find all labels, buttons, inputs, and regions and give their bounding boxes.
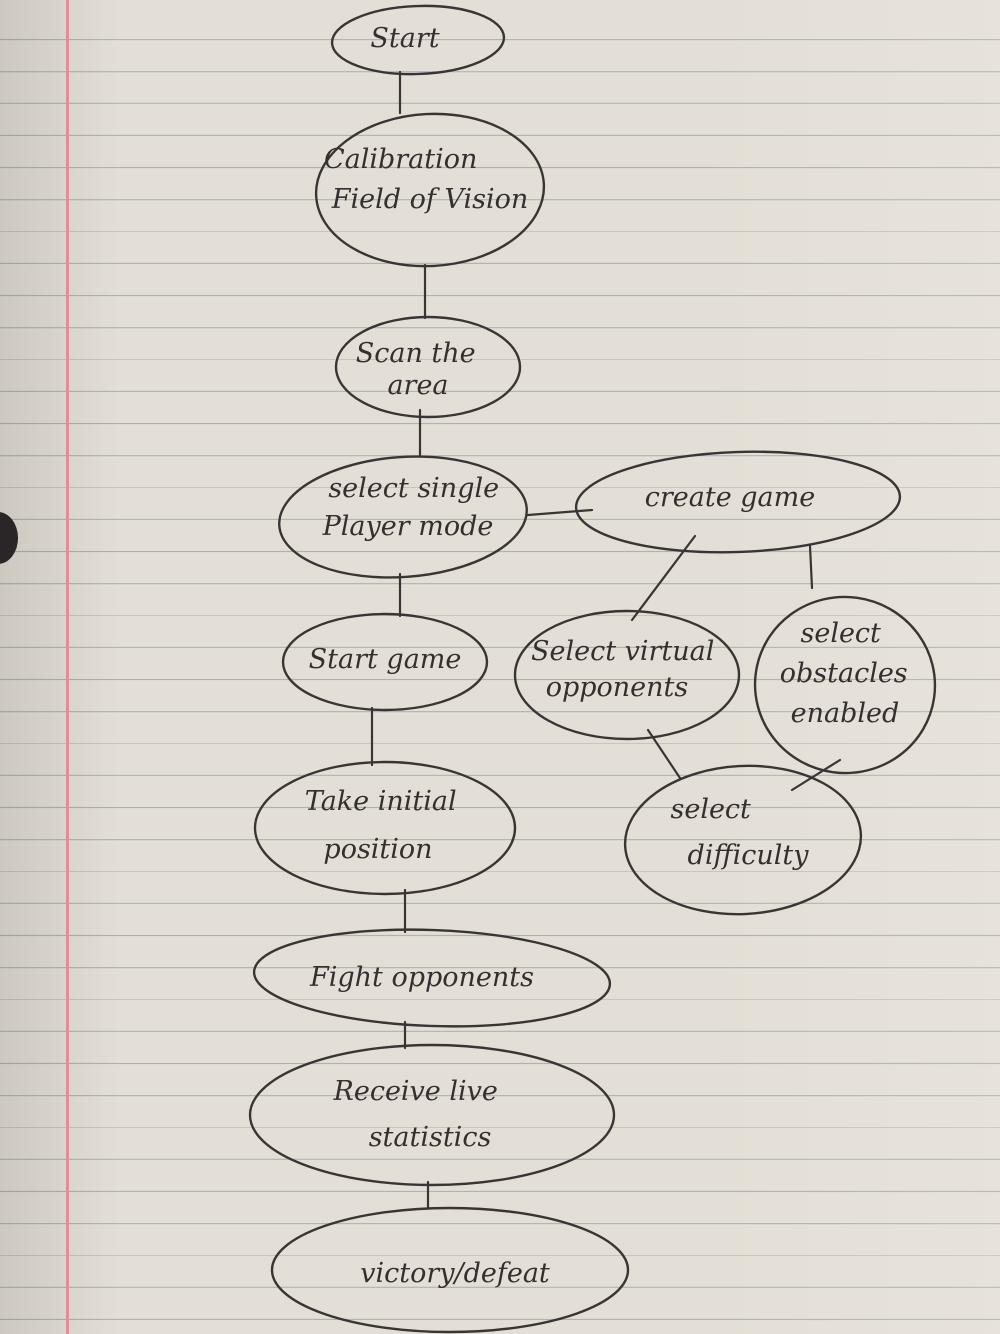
node-calibration-label: Calibration Field of Vision — [324, 144, 528, 215]
connector-select-single-create-game — [526, 508, 594, 517]
node-select-virtual: Select virtual opponents — [513, 609, 741, 741]
punch-hole — [0, 512, 18, 564]
node-calibration: Calibration Field of Vision — [314, 112, 546, 268]
node-fight: Fight opponents — [252, 928, 612, 1028]
node-create-game-label: create game — [645, 482, 815, 513]
node-select-virtual-label: Select virtual opponents — [531, 636, 723, 703]
node-select-obstacles: select obstacles enabled — [753, 595, 937, 775]
node-select-difficulty-label: select difficulty — [670, 794, 809, 871]
node-victory: victory/defeat — [270, 1206, 630, 1334]
margin-line — [66, 0, 69, 1334]
node-start-game: Start game — [281, 612, 489, 712]
node-take-initial-label: Take initial position — [305, 786, 465, 865]
node-select-difficulty: select difficulty — [623, 764, 863, 916]
node-fight-label: Fight opponents — [309, 962, 534, 993]
node-receive-stats-label: Receive live statistics — [333, 1076, 507, 1153]
node-select-obstacles-label: select obstacles enabled — [780, 618, 917, 729]
node-start-game-label: Start game — [309, 644, 462, 675]
node-scan: Scan the area — [334, 315, 522, 419]
node-start: Start — [330, 4, 506, 76]
node-receive-stats: Receive live statistics — [248, 1043, 616, 1187]
node-create-game: create game — [574, 450, 902, 554]
node-take-initial: Take initial position — [253, 760, 517, 896]
node-select-single: select single Player mode — [278, 455, 528, 579]
node-scan-label: Scan the area — [356, 338, 485, 401]
node-start-label: Start — [370, 23, 439, 54]
node-select-single-label: select single Player mode — [322, 473, 508, 542]
connector-select-obstacles-select-difficulty — [790, 758, 842, 792]
node-victory-label: victory/defeat — [360, 1258, 550, 1289]
connector-create-game-select-obstacles — [808, 544, 814, 590]
